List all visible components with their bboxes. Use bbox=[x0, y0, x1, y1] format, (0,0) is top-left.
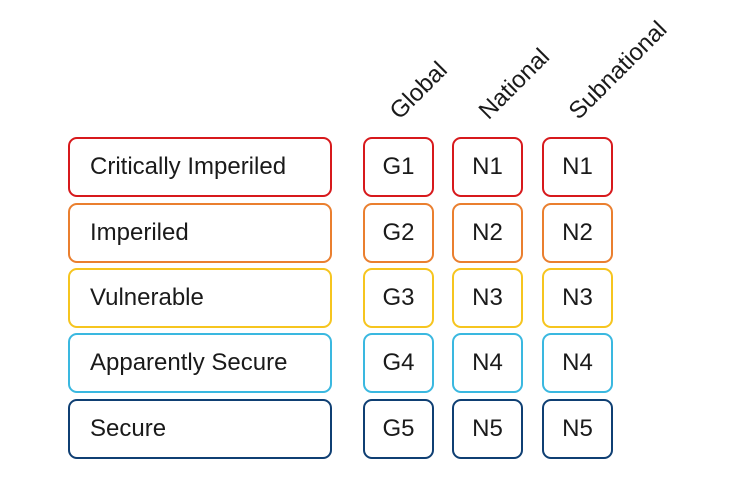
global-rank-box: G4 bbox=[363, 333, 434, 393]
global-rank-box: G2 bbox=[363, 203, 434, 263]
subnational-rank-box: N5 bbox=[542, 399, 613, 459]
rank-row: Vulnerable G3 N3 N3 bbox=[0, 268, 750, 328]
status-label-box: Vulnerable bbox=[68, 268, 332, 328]
subnational-rank-box: N3 bbox=[542, 268, 613, 328]
status-label-box: Imperiled bbox=[68, 203, 332, 263]
status-label-box: Apparently Secure bbox=[68, 333, 332, 393]
national-rank-box: N2 bbox=[452, 203, 523, 263]
global-rank-box: G3 bbox=[363, 268, 434, 328]
global-rank-box: G5 bbox=[363, 399, 434, 459]
national-rank-box: N1 bbox=[452, 137, 523, 197]
subnational-rank-box: N4 bbox=[542, 333, 613, 393]
status-label-box: Secure bbox=[68, 399, 332, 459]
national-rank-box: N5 bbox=[452, 399, 523, 459]
header-national: National bbox=[473, 43, 555, 125]
national-rank-box: N3 bbox=[452, 268, 523, 328]
subnational-rank-box: N1 bbox=[542, 137, 613, 197]
national-rank-box: N4 bbox=[452, 333, 523, 393]
status-label-box: Critically Imperiled bbox=[68, 137, 332, 197]
rank-row: Critically Imperiled G1 N1 N1 bbox=[0, 137, 750, 197]
rank-row: Secure G5 N5 N5 bbox=[0, 399, 750, 459]
header-subnational: Subnational bbox=[563, 15, 673, 125]
subnational-rank-box: N2 bbox=[542, 203, 613, 263]
header-global: Global bbox=[384, 56, 453, 125]
global-rank-box: G1 bbox=[363, 137, 434, 197]
rank-row: Imperiled G2 N2 N2 bbox=[0, 203, 750, 263]
rank-row: Apparently Secure G4 N4 N4 bbox=[0, 333, 750, 393]
